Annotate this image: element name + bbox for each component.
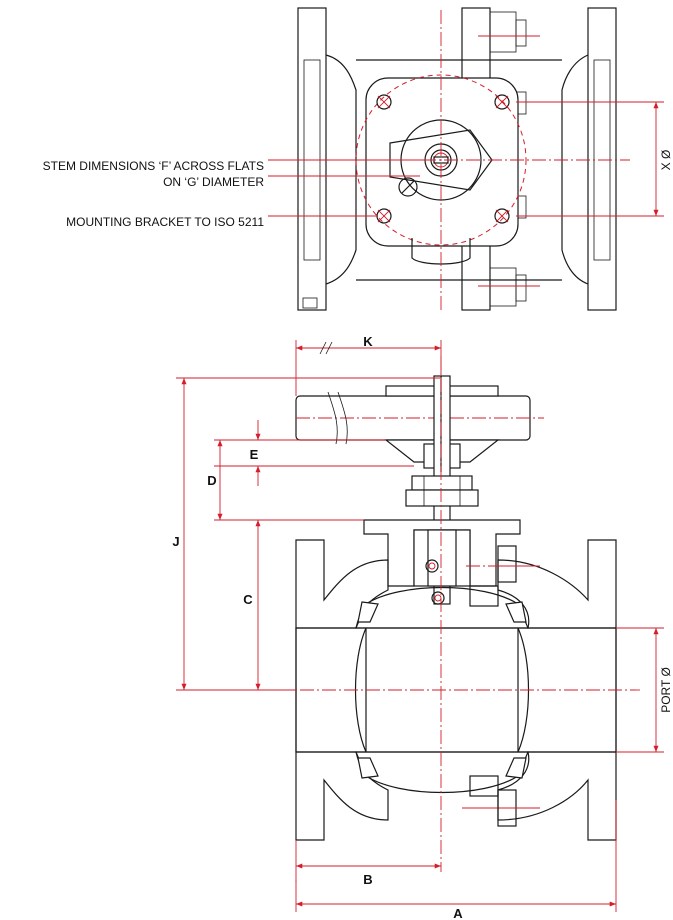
bracket-bolt-holes [376, 94, 510, 224]
dim-a-label: A [453, 906, 463, 920]
dim-j-label: J [172, 534, 179, 549]
dim-k-label: K [363, 334, 373, 349]
right-flange-section [497, 539, 617, 629]
dim-b-label: B [363, 872, 372, 887]
dimension-lines: K J E D C PORT Ø B A [172, 334, 673, 920]
port-dia-label: PORT Ø [659, 667, 673, 713]
mounting-bracket-label: MOUNTING BRACKET TO ISO 5211 [66, 215, 264, 229]
bracket-pcd-circle [355, 74, 527, 246]
dim-c-label: C [243, 592, 253, 607]
gland-nut [411, 475, 473, 491]
stem-dimensions-label: STEM DIMENSIONS ‘F’ ACROSS FLATS [43, 159, 264, 173]
dim-e-label: E [250, 447, 259, 462]
top-right-flange [587, 7, 617, 311]
stem-diameter-label: ON ‘G’ DIAMETER [163, 175, 264, 189]
dim-d-label: D [207, 473, 216, 488]
x-dia-label: X Ø [659, 150, 673, 171]
top-view: X Ø STEM DIMENSIONS ‘F’ ACROSS FLATS ON … [43, 7, 673, 311]
left-flange-section [295, 539, 389, 629]
top-left-flange [297, 7, 327, 311]
section-view [278, 356, 640, 862]
top-body-outline [325, 54, 357, 285]
